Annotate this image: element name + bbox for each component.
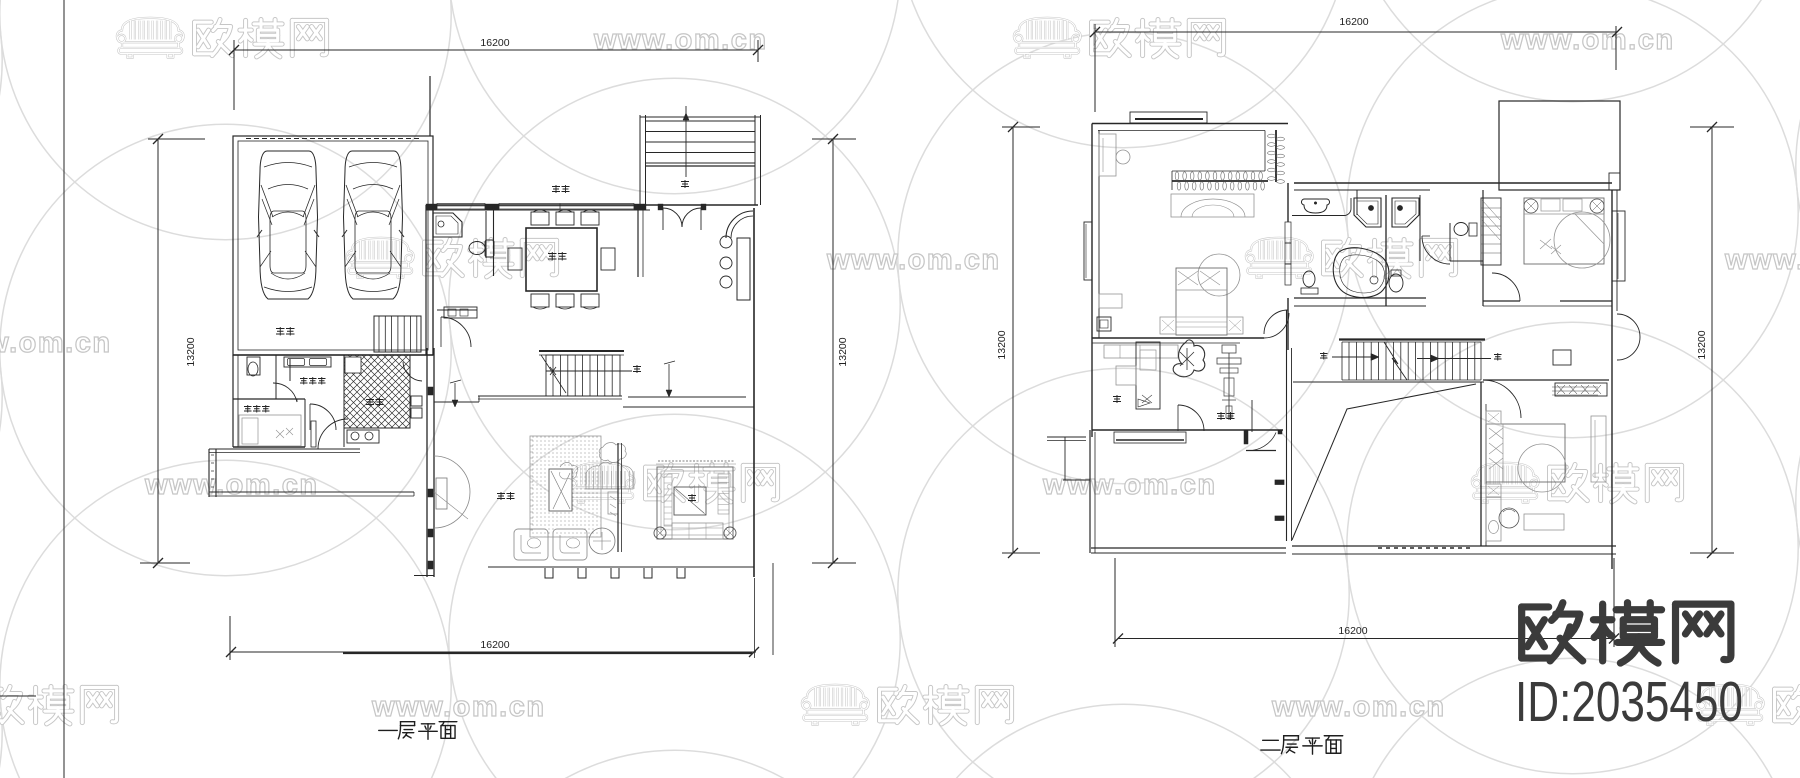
svg-text:13200: 13200 [996,330,1008,359]
svg-text:16200: 16200 [480,639,509,651]
svg-text:16200: 16200 [480,37,509,49]
svg-text:16200: 16200 [1338,625,1367,637]
svg-text:13200: 13200 [837,337,849,366]
svg-text:13200: 13200 [1696,330,1708,359]
svg-text:16200: 16200 [1339,16,1368,28]
svg-text:ID:2035450: ID:2035450 [1515,670,1743,734]
svg-text:13200: 13200 [185,337,197,366]
